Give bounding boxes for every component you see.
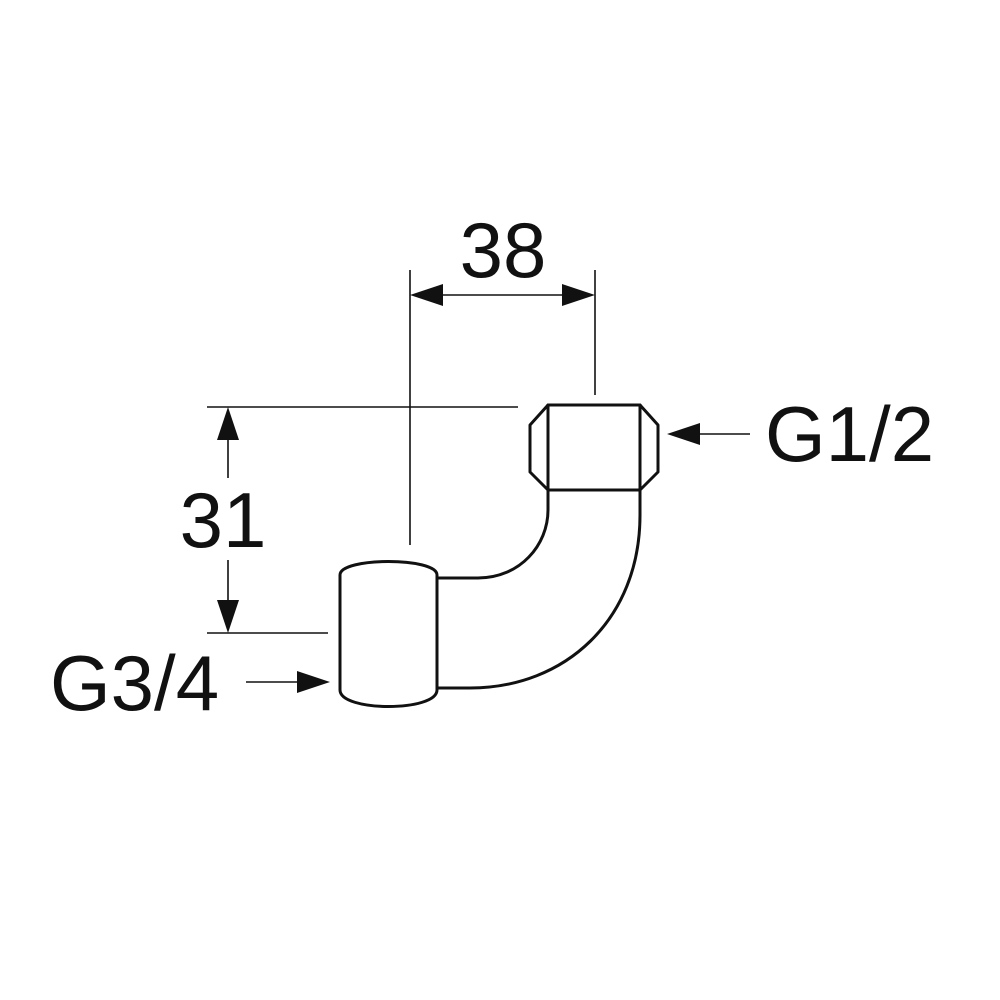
height-arrow-top bbox=[217, 407, 239, 440]
top-thread-label: G1/2 bbox=[765, 390, 934, 478]
height-dimension: 31 bbox=[180, 406, 518, 634]
width-dimension: 38 bbox=[409, 206, 596, 545]
top-thread-callout: G1/2 bbox=[667, 390, 934, 478]
pipe-inner-curve bbox=[435, 488, 550, 580]
elbow-fitting bbox=[338, 403, 660, 708]
bottom-thread-arrow bbox=[297, 671, 330, 693]
width-arrow-left bbox=[410, 284, 443, 306]
height-label: 31 bbox=[180, 476, 267, 564]
width-label: 38 bbox=[460, 206, 547, 294]
top-thread-arrow bbox=[667, 423, 700, 445]
bottom-thread-callout: G3/4 bbox=[50, 639, 330, 727]
width-arrow-right bbox=[562, 284, 595, 306]
bottom-socket-outline bbox=[338, 560, 439, 708]
bottom-thread-label: G3/4 bbox=[50, 639, 219, 727]
pipe-outer-curve bbox=[435, 488, 642, 690]
height-arrow-bottom bbox=[217, 600, 239, 633]
